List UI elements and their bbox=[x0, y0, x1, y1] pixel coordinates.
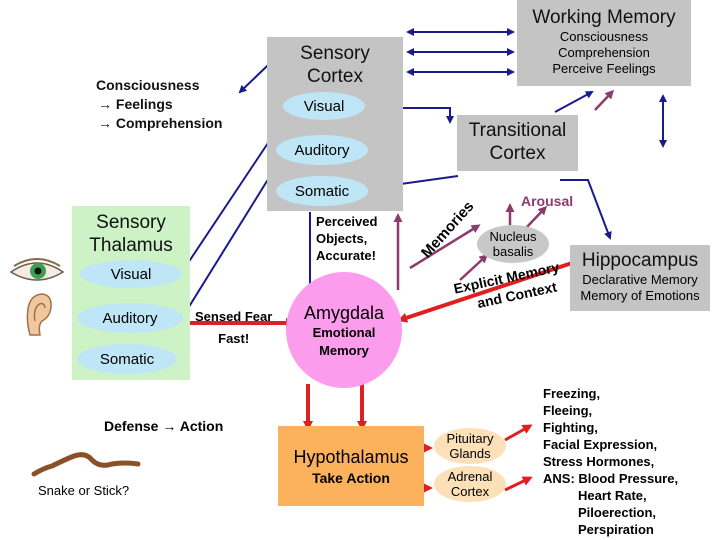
thalamus-visual-pill: Visual bbox=[80, 260, 182, 288]
hippocampus-line-2: Memory of Emotions bbox=[580, 288, 700, 303]
hypothalamus-subtitle: Take Action bbox=[312, 470, 390, 486]
hypothalamus-title: Hypothalamus bbox=[293, 447, 409, 467]
eye-icon bbox=[9, 258, 65, 281]
arrow-transitional-to-hippocampus bbox=[560, 179, 612, 240]
working-memory-line-2: Comprehension bbox=[558, 45, 650, 60]
arrow-pituitary-to-responses bbox=[504, 424, 533, 442]
response-item: Fighting, bbox=[543, 420, 598, 435]
response-item: Fleeing, bbox=[543, 403, 593, 418]
working-memory-box: Working Memory Consciousness Comprehensi… bbox=[517, 0, 691, 86]
arrow-amygdala-to-nucleus bbox=[459, 253, 489, 281]
defense-action-label: Defense → Action bbox=[104, 418, 224, 434]
arrow-to-working-memory-mauve bbox=[594, 89, 615, 111]
snake-icon bbox=[31, 452, 141, 477]
pituitary-glands-pill: Pituitary Glands bbox=[434, 428, 506, 464]
hippocampus-title: Hippocampus bbox=[581, 250, 699, 271]
response-item: Perspiration bbox=[578, 522, 654, 537]
feelings-line: → Feelings bbox=[98, 96, 173, 112]
thalamus-somatic-pill: Somatic bbox=[77, 344, 177, 374]
response-item: Facial Expression, bbox=[543, 437, 658, 452]
arrow-transitional-to-working-memory bbox=[554, 91, 594, 113]
consciousness-note: Consciousness → Feelings → Comprehension bbox=[96, 76, 222, 133]
hippocampus-box: Hippocampus Declarative Memory Memory of… bbox=[570, 245, 710, 311]
arrow-amygdala-up-to-arousal bbox=[409, 224, 481, 270]
comprehension-line: → Comprehension bbox=[98, 115, 223, 131]
response-item: Freezing, bbox=[543, 386, 601, 401]
cortex-auditory-pill: Auditory bbox=[276, 135, 368, 165]
working-memory-title: Working Memory bbox=[532, 7, 676, 28]
arrow-adrenal-to-responses bbox=[504, 476, 533, 492]
consciousness-title: Consciousness bbox=[96, 77, 200, 93]
hippocampus-line-1: Declarative Memory bbox=[582, 272, 698, 287]
snake-caption: Snake or Stick? bbox=[38, 483, 130, 498]
thalamus-auditory-pill: Auditory bbox=[77, 303, 183, 333]
arrow-hippocampus-to-amygdala bbox=[397, 260, 576, 323]
arousal-label: Arousal bbox=[521, 193, 574, 209]
sensory-cortex-title: Sensory Cortex bbox=[300, 43, 370, 87]
arrow-nucleus-to-arousal-2 bbox=[525, 205, 548, 229]
working-memory-line-3: Perceive Feelings bbox=[552, 61, 656, 76]
cortex-visual-pill: Visual bbox=[283, 92, 365, 120]
sensory-thalamus-title: Sensory Thalamus bbox=[89, 212, 173, 256]
transitional-cortex-box: Transitional Cortex bbox=[457, 115, 578, 171]
cortex-somatic-pill: Somatic bbox=[276, 176, 368, 206]
response-item: Stress Hormones, bbox=[543, 454, 655, 469]
amygdala-circle: Amygdala Emotional Memory bbox=[286, 272, 402, 388]
ear-icon bbox=[26, 293, 52, 336]
working-memory-line-1: Consciousness bbox=[559, 29, 649, 44]
response-item: ANS: Blood Pressure, bbox=[543, 471, 679, 486]
nucleus-basalis-pill: Nucleus basalis bbox=[477, 225, 549, 263]
sensed-fear-label: Sensed Fear Fast! bbox=[195, 309, 273, 346]
response-item: Heart Rate, bbox=[578, 488, 647, 503]
amygdala-title: Amygdala bbox=[303, 303, 385, 323]
amygdala-line-2: Memory bbox=[319, 343, 369, 358]
adrenal-cortex-pill: Adrenal Cortex bbox=[434, 466, 506, 502]
response-item: Piloerection, bbox=[578, 505, 657, 520]
perceived-objects-label: Perceived Objects, Accurate! bbox=[316, 214, 378, 263]
responses-list: Freezing, Fleeing, Fighting, Facial Expr… bbox=[543, 385, 678, 538]
amygdala-line-1: Emotional bbox=[312, 325, 376, 340]
hypothalamus-box: Hypothalamus Take Action bbox=[278, 426, 424, 506]
